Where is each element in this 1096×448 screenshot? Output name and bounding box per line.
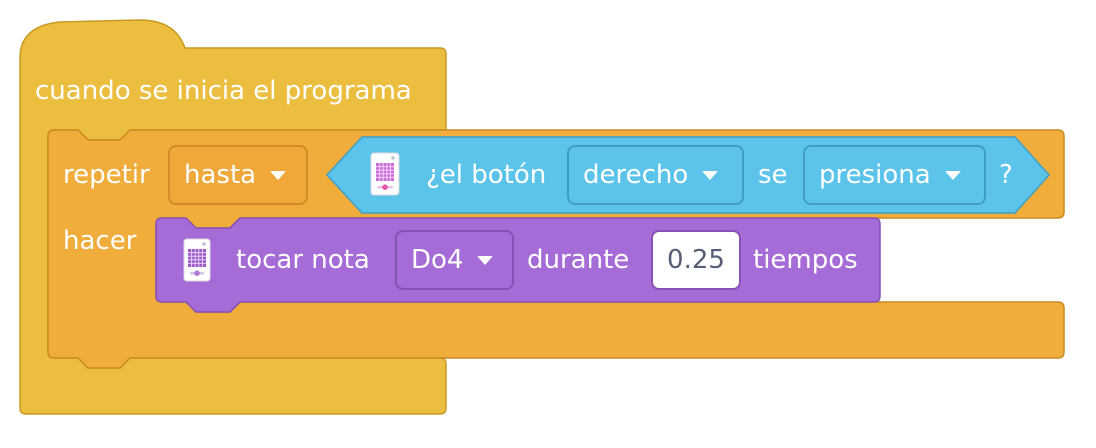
note-value: Do4 xyxy=(411,245,464,275)
button-state-value: presiona xyxy=(819,160,931,190)
repeat-label: repetir xyxy=(63,160,150,190)
repeat-mode-dropdown[interactable]: hasta xyxy=(168,145,308,205)
during-label: durante xyxy=(527,245,630,275)
chevron-down-icon xyxy=(270,170,287,180)
repeat-mode-value: hasta xyxy=(184,160,257,190)
chevron-down-icon xyxy=(477,255,494,265)
button-side-value: derecho xyxy=(583,160,689,190)
chevron-down-icon xyxy=(702,170,719,180)
chevron-down-icon xyxy=(944,170,961,180)
condition-prefix-label: ¿el botón xyxy=(426,160,547,190)
unit-label: tiempos xyxy=(753,245,858,275)
duration-input[interactable]: 0.25 xyxy=(651,230,741,290)
button-state-dropdown[interactable]: presiona xyxy=(803,145,986,205)
hub-icon xyxy=(183,238,211,282)
hub-icon xyxy=(370,152,400,196)
condition-middle-label: se xyxy=(758,160,788,190)
hat-block-label: cuando se inicia el programa xyxy=(35,76,412,106)
condition-suffix-label: ? xyxy=(999,160,1013,190)
do-label: hacer xyxy=(63,226,137,256)
button-side-dropdown[interactable]: derecho xyxy=(567,145,744,205)
play-note-label: tocar nota xyxy=(236,245,370,275)
note-dropdown[interactable]: Do4 xyxy=(395,230,514,290)
